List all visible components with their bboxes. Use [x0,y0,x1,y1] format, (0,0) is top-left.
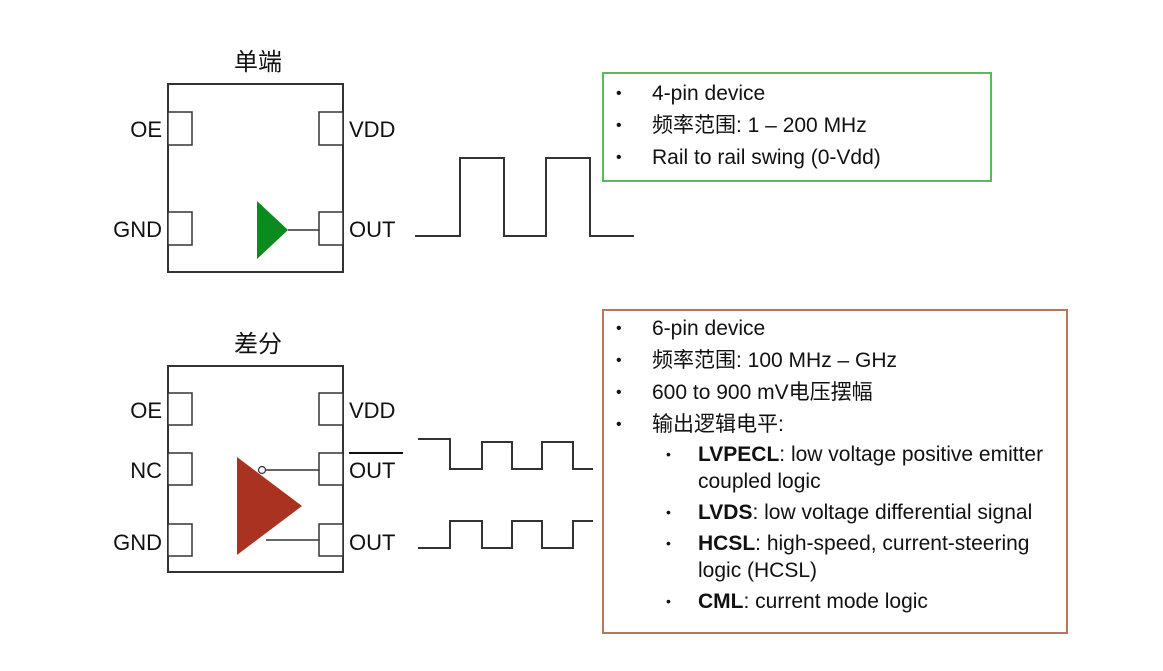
logic-level-item: LVDS: low voltage differential signal [604,499,1066,526]
logic-level-desc: : low voltage positive emitter coupled l… [698,443,1044,493]
pin-label-nc: NC [130,458,162,483]
single-ended-info-box: 4-pin device 频率范围: 1 – 200 MHz Rail to r… [602,72,992,182]
single-ended-package [167,83,344,273]
logic-level-desc: : high-speed, current-steering logic (HC… [698,532,1030,582]
pin-vdd [318,111,344,146]
list-item: Rail to rail swing (0-Vdd) [604,142,990,174]
logic-level-name: LVPECL [698,443,780,466]
pin-label-vdd: VDD [349,117,395,142]
differential-title: 差分 [234,330,282,358]
list-item: 频率范围: 100 MHz – GHz [604,345,1066,377]
pin-oe [167,111,193,146]
single-ended-title: 单端 [234,48,282,76]
list-item: 频率范围: 1 – 200 MHz [604,110,990,142]
logic-level-item: HCSL: high-speed, current-steering logic… [604,530,1066,584]
differential-waveform-out [418,520,593,549]
differential-buffer-triangle [237,457,302,555]
differential-bullet-list: 6-pin device 频率范围: 100 MHz – GHz 600 to … [604,313,1066,615]
pin-label-oe: OE [130,117,162,142]
logic-level-item: CML: current mode logic [604,588,1066,615]
logic-level-name: HCSL [698,532,756,555]
list-item: 6-pin device [604,313,1066,345]
pin-label-out: OUT [349,530,395,555]
pin-out [318,211,344,246]
pin-gnd [167,211,193,246]
list-item: 输出逻辑电平: [604,409,1066,441]
pin-out [318,523,344,557]
list-item: 600 to 900 mV电压摆幅 [604,377,1066,409]
differential-info-box: 6-pin device 频率范围: 100 MHz – GHz 600 to … [602,309,1068,634]
list-item: 4-pin device [604,78,990,110]
logic-level-name: CML [698,590,744,613]
logic-level-name: LVDS [698,501,753,524]
differential-package [167,365,344,573]
pin-nc [167,452,193,486]
single-ended-bullet-list: 4-pin device 频率范围: 1 – 200 MHz Rail to r… [604,78,990,174]
logic-level-desc: : current mode logic [743,590,928,613]
pin-gnd [167,523,193,557]
pin-out-bar [318,452,344,486]
pin-label-vdd: VDD [349,398,395,423]
single-ended-waveform [415,157,634,237]
pin-label-out: OUT [349,217,395,242]
logic-level-item: LVPECL: low voltage positive emitter cou… [604,441,1066,495]
pin-oe [167,392,193,426]
inverting-bubble [257,465,267,475]
pin-label-gnd: GND [113,217,162,242]
pin-label-oe: OE [130,398,162,423]
pin-vdd [318,392,344,426]
differential-waveform-out-bar [418,438,593,470]
pin-label-gnd: GND [113,530,162,555]
logic-level-desc: : low voltage differential signal [752,501,1033,524]
pin-label-out-bar: OUT [349,458,395,483]
single-ended-buffer-triangle [257,201,288,259]
